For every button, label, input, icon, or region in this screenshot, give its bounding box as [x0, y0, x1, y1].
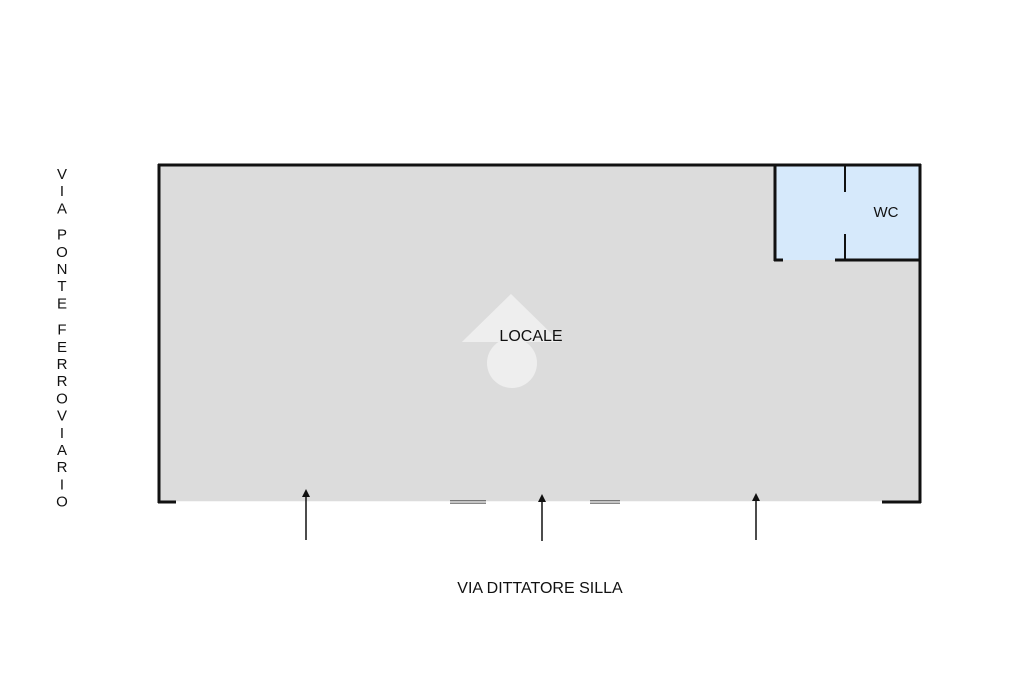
- street-label-left-letter: N: [57, 261, 68, 278]
- street-label-left-letter: E: [57, 339, 67, 356]
- entrance-arrow-3: [752, 493, 760, 540]
- street-label-left-letter: A: [57, 200, 67, 217]
- street-label-left-letter: T: [57, 278, 66, 295]
- street-label-bottom: VIA DITTATORE SILLA: [457, 580, 623, 597]
- wc-walls: [773, 165, 921, 262]
- house-watermark-icon: [462, 294, 560, 388]
- street-label-left-letter: F: [57, 322, 66, 339]
- street-label-left-letter: V: [57, 408, 67, 425]
- entrance-arrow-1: [302, 489, 310, 540]
- street-label-left-letter: O: [56, 390, 68, 407]
- street-label-left-letter: R: [57, 373, 68, 390]
- street-label-left-letter: I: [60, 183, 64, 200]
- street-label-left-letter: R: [57, 356, 68, 373]
- room-label-locale: LOCALE: [499, 328, 562, 345]
- street-label-left-letter: V: [57, 166, 67, 183]
- room-label-wc: WC: [874, 204, 899, 221]
- street-label-left-letter: E: [57, 295, 67, 312]
- street-label-left-letter: R: [57, 459, 68, 476]
- street-label-left-letter: I: [60, 425, 64, 442]
- street-label-left-letter: P: [57, 227, 67, 244]
- street-label-left-letter: I: [60, 476, 64, 493]
- wc-floor: [775, 166, 919, 260]
- street-label-left-letter: A: [57, 442, 67, 459]
- street-label-left-letter: O: [56, 244, 68, 261]
- entrance-arrow-2: [538, 494, 546, 541]
- street-label-left-letter: O: [56, 494, 68, 511]
